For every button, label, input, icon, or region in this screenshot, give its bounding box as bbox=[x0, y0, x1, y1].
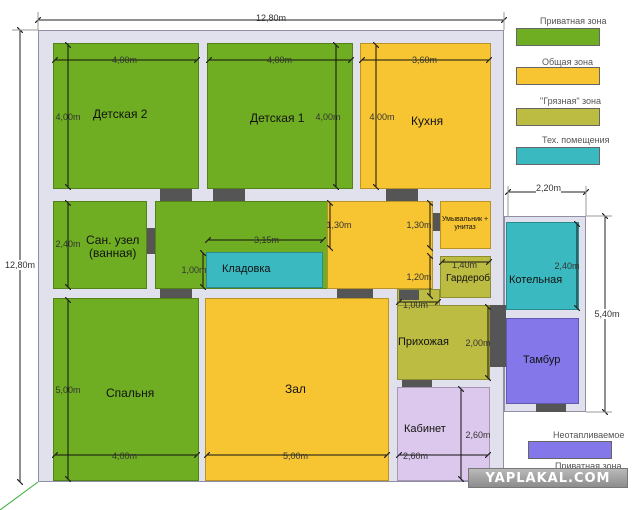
room-name-boiler: Котельная bbox=[509, 274, 563, 286]
room-name-det2: Детская 2 bbox=[93, 107, 148, 121]
dim-living-w: 5,00m bbox=[283, 451, 309, 461]
legend-swatch-common bbox=[516, 67, 600, 85]
legend-label-private2: Приватная зона bbox=[555, 461, 622, 471]
dim-storage-w: 3,15m bbox=[254, 235, 280, 245]
room-name-office: Кабинет bbox=[404, 423, 446, 435]
dim-office-w: 2,60m bbox=[403, 451, 429, 461]
room-name-living: Зал bbox=[285, 382, 306, 396]
room-living bbox=[205, 298, 389, 481]
dim-hall-1: 1,30m bbox=[326, 220, 352, 230]
room-name-storage: Кладовка bbox=[222, 263, 271, 275]
dim-left: 12,80m bbox=[4, 260, 36, 270]
room-name-vestibule: Тамбур bbox=[523, 354, 561, 366]
room-det1 bbox=[207, 43, 353, 189]
room-office bbox=[397, 387, 490, 481]
legend-swatch-private bbox=[516, 28, 600, 46]
legend-swatch-tech bbox=[516, 147, 600, 165]
dim-bath-h: 2,40m bbox=[55, 239, 81, 249]
dim-boiler-h: 2,40m bbox=[554, 261, 580, 271]
dim-det1-h: 4,00m bbox=[315, 112, 341, 122]
dim-det2-w: 4,00m bbox=[112, 55, 138, 65]
door bbox=[536, 404, 566, 412]
room-name-bedroom: Спальня bbox=[106, 386, 155, 400]
dim-entry-h: 2,00m bbox=[465, 338, 491, 348]
room-name-det1: Детская 1 bbox=[250, 111, 305, 125]
room-boiler bbox=[506, 222, 579, 310]
door bbox=[160, 189, 192, 201]
room-name-wardrobe: Гардероб bbox=[446, 273, 490, 284]
dim-kitchen-w: 3,60m bbox=[412, 55, 438, 65]
dim-top: 12,80m bbox=[256, 13, 287, 23]
door bbox=[386, 189, 418, 201]
door bbox=[402, 380, 432, 387]
room-hall-yellow bbox=[327, 201, 433, 289]
room-entry bbox=[397, 305, 490, 380]
dim-right-annex: 5,40m bbox=[594, 309, 620, 319]
room-name-kitchen: Кухня bbox=[411, 114, 444, 128]
legend-label-common: Общая зона bbox=[542, 57, 593, 67]
room-name-sink: Умывальник + унитаз bbox=[442, 216, 489, 231]
room-storage bbox=[206, 252, 323, 288]
door bbox=[433, 213, 440, 231]
legend-label-dirty: "Грязная" зона bbox=[540, 96, 602, 106]
door bbox=[213, 189, 245, 201]
legend-label-unheated: Неотапливаемое bbox=[553, 430, 625, 440]
room-vestibule bbox=[506, 318, 579, 404]
dim-det1-w: 4,00m bbox=[267, 55, 293, 65]
dim-storage-h: 1,00m bbox=[181, 265, 207, 275]
dim-wardrobe-w: 1,40m bbox=[452, 260, 478, 270]
dim-hall-2: 1,30m bbox=[406, 220, 432, 230]
legend-swatch-dirty bbox=[516, 108, 600, 126]
watermark: YAPLAKAL.COM bbox=[468, 468, 628, 488]
room-sink bbox=[440, 201, 491, 249]
room-kitchen bbox=[360, 43, 491, 189]
dim-corridor: 1,00m bbox=[403, 300, 429, 310]
room-name-entry: Прихожая bbox=[398, 336, 449, 348]
door bbox=[337, 289, 373, 298]
room-name-bath: Сан. узел (ванная) bbox=[86, 233, 140, 260]
legend-label-private: Приватная зона bbox=[540, 16, 607, 26]
room-bedroom bbox=[53, 298, 199, 481]
dim-kitchen-h: 4,00m bbox=[369, 112, 395, 122]
legend-label-tech: Тех. помещения bbox=[542, 135, 610, 145]
room-det2 bbox=[53, 43, 199, 189]
dim-wardrobe-h: 1,20m bbox=[406, 272, 432, 282]
door bbox=[160, 289, 192, 298]
legend-swatch-unheated bbox=[528, 441, 612, 459]
dim-annex-top: 2,20m bbox=[536, 183, 562, 193]
door bbox=[490, 305, 506, 367]
door bbox=[147, 228, 155, 254]
dim-bedroom-h: 5,00m bbox=[55, 385, 81, 395]
dim-bedroom-w: 4,00m bbox=[112, 451, 138, 461]
door bbox=[399, 290, 419, 300]
dim-office-h: 2,60m bbox=[465, 430, 491, 440]
dim-det2-h: 4,00m bbox=[55, 112, 81, 122]
